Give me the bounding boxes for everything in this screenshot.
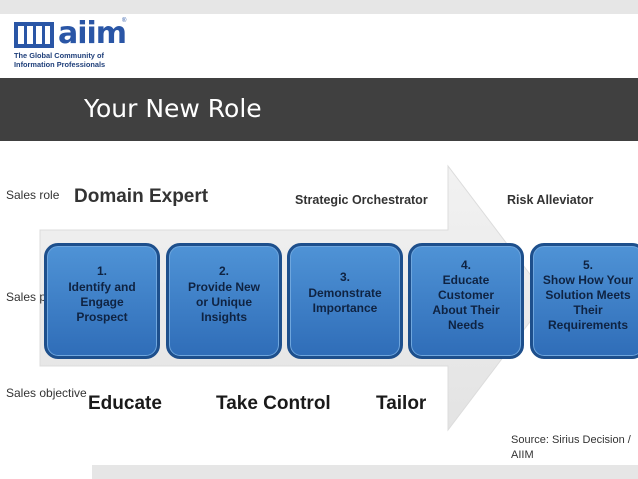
title-bar: [0, 78, 638, 141]
phase-box-4: 4. Educate Customer About Their Needs: [408, 243, 524, 359]
logo-registered-mark: ®: [122, 18, 127, 24]
phase-label: Demonstrate Importance: [308, 286, 382, 315]
row-label-sales-role: Sales role: [6, 188, 59, 202]
objective-educate: Educate: [88, 393, 162, 414]
phase-number: 3.: [339, 270, 350, 284]
aiim-logo: aiim ® The Global Community of Informati…: [14, 18, 134, 68]
slide-title: Your New Role: [84, 94, 262, 123]
phase-box-2: 2. Provide New or Unique Insights: [166, 243, 282, 359]
bottom-accent-bar: [92, 465, 638, 479]
role-strategic-orchestrator: Strategic Orchestrator: [295, 193, 428, 207]
aiim-logo-mark-icon: [14, 22, 54, 48]
role-domain-expert: Domain Expert: [74, 186, 209, 207]
phase-number: 5.: [582, 258, 593, 272]
top-accent-bar: [0, 0, 638, 14]
row-label-sales-objective-text: Sales objective: [6, 386, 87, 400]
phase-number: 2.: [218, 264, 229, 278]
phase-label: Show How Your Solution Meets Their Requi…: [542, 273, 634, 332]
logo-wordmark: aiim: [58, 16, 127, 51]
logo-tagline: The Global Community of Information Prof…: [14, 51, 106, 69]
objective-tailor: Tailor: [376, 393, 427, 414]
row-label-sales-role-text: Sales role: [6, 188, 60, 202]
role-risk-alleviator: Risk Alleviator: [507, 193, 594, 207]
objective-take-control: Take Control: [216, 393, 331, 414]
phase-box-3: 3. Demonstrate Importance: [287, 243, 403, 359]
phase-label: Provide New or Unique Insights: [187, 280, 261, 324]
source-note: Source: Sirius Decision / AIIM: [511, 434, 631, 461]
phase-number: 1.: [96, 264, 107, 278]
row-label-sales-objective: Sales objective: [6, 386, 87, 400]
phase-box-1: 1. Identify and Engage Prospect: [44, 243, 160, 359]
phase-number: 4.: [460, 258, 471, 272]
phase-label: Educate Customer About Their Needs: [432, 273, 500, 332]
phase-label: Identify and Engage Prospect: [68, 280, 136, 324]
phase-box-5: 5. Show How Your Solution Meets Their Re…: [530, 243, 638, 359]
